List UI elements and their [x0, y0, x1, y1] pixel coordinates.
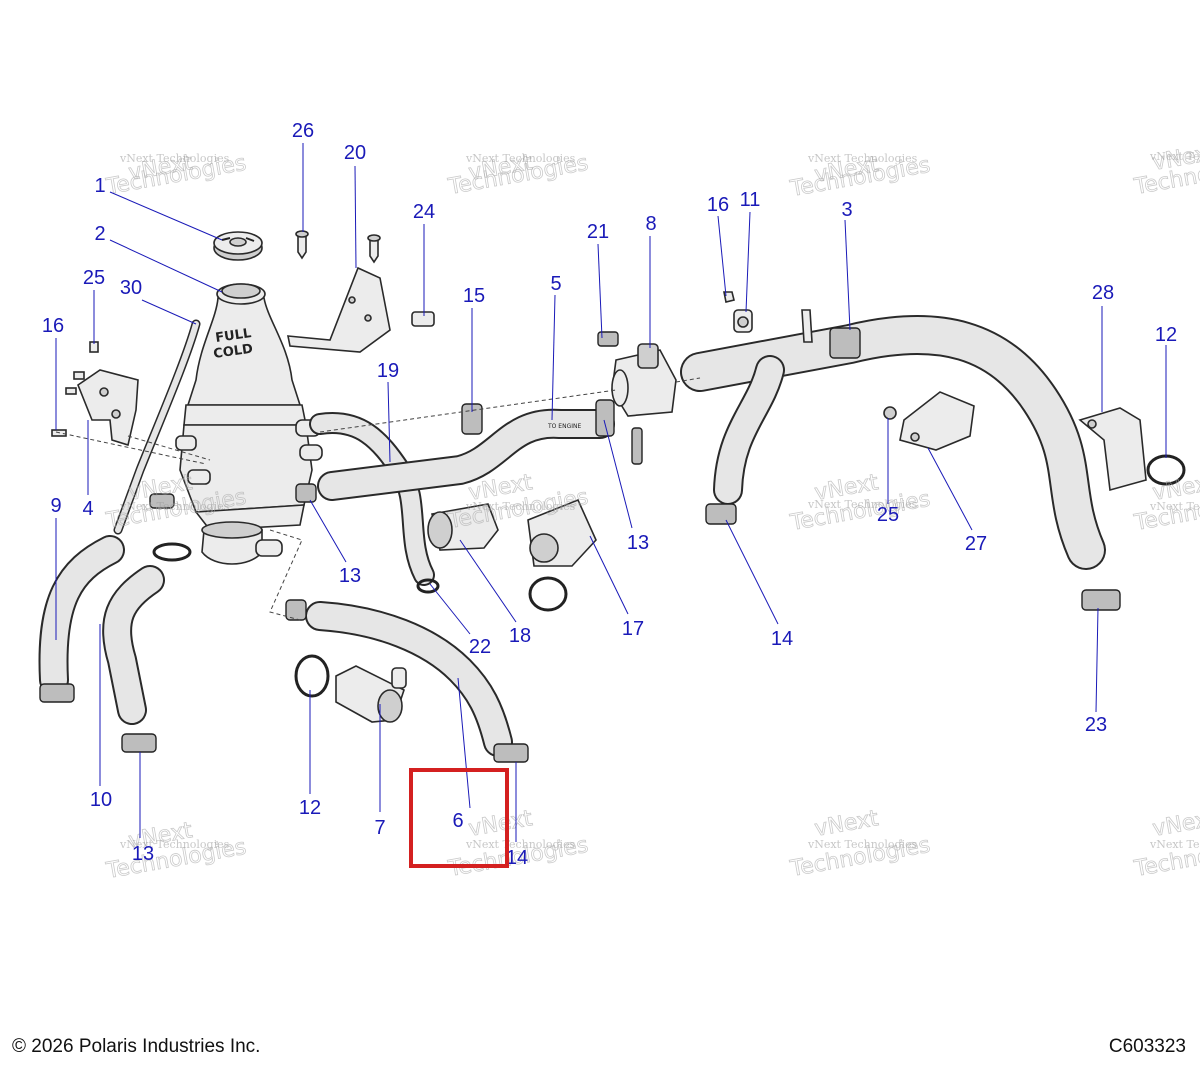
hose-10 — [102, 565, 165, 725]
svg-text:vNext Technologies: vNext Technologies — [1149, 150, 1200, 163]
radiator-cap — [213, 231, 263, 261]
watermark-12: vNext vNext Technologies Technologies — [1131, 806, 1200, 883]
callout-20: 20 — [344, 142, 366, 164]
watermark-11: vNext vNext Technologies Technologies — [787, 806, 932, 883]
highlight-box — [409, 768, 509, 868]
watermark-3: vNext vNext Technologies Technologies — [787, 152, 932, 203]
callout-12-right: 12 — [1155, 324, 1177, 346]
reservoir-bracket — [287, 230, 435, 353]
watermark-9: vNext vNext Technologies Technologies — [103, 818, 248, 885]
callout-22: 22 — [469, 636, 491, 658]
callout-4: 4 — [82, 498, 93, 520]
svg-text:vNext Technologies: vNext Technologies — [807, 498, 918, 511]
callout-17: 17 — [622, 618, 644, 640]
figure-id: C603323 — [1108, 1036, 1186, 1057]
watermark-2: vNext vNext Technologies Technologies — [445, 150, 590, 201]
callout-16-right: 16 — [707, 194, 729, 216]
callout-7: 7 — [374, 817, 385, 839]
svg-text:vNext Technologies: vNext Technologies — [807, 838, 918, 851]
hose-3 — [680, 315, 1106, 570]
callout-8: 8 — [645, 213, 656, 235]
callout-15: 15 — [463, 285, 485, 307]
leader-lines — [55, 143, 1167, 842]
bracket-27 — [883, 391, 975, 451]
callout-13-center: 13 — [339, 565, 361, 587]
svg-text:vNext Technologies: vNext Technologies — [119, 500, 230, 513]
svg-text:vNext Technologies: vNext Technologies — [1149, 500, 1200, 513]
callout-19: 19 — [377, 360, 399, 382]
callout-16-left: 16 — [42, 315, 64, 337]
copyright-notice: © 2026 Polaris Industries Inc. — [12, 1036, 261, 1057]
svg-text:vNext Technologies: vNext Technologies — [119, 838, 230, 851]
callout-12-left: 12 — [299, 797, 321, 819]
svg-text:vNext Technologies: vNext Technologies — [465, 838, 576, 851]
fitting-17 — [527, 498, 597, 612]
bottle-label-full: FULL — [214, 326, 252, 346]
svg-text:vNext: vNext — [813, 806, 881, 842]
callout-6: 6 — [452, 810, 463, 832]
watermark-1: vNext vNext Technologies Technologies — [103, 150, 248, 201]
thermostat-housing — [611, 343, 677, 417]
svg-text:vNext Technologies: vNext Technologies — [465, 500, 576, 513]
watermark-4: vNext vNext Technologies Technologies — [1131, 140, 1200, 201]
callout-23: 23 — [1085, 714, 1107, 736]
hose-9 — [38, 535, 125, 695]
svg-text:vNext: vNext — [1151, 806, 1200, 842]
callout-26: 26 — [292, 120, 314, 142]
elbow-28 — [1078, 407, 1147, 492]
callout-11: 11 — [740, 189, 761, 211]
hose-6 — [305, 601, 513, 757]
fitting-18 — [427, 503, 499, 551]
coolant-reservoir: FULL COLD — [175, 283, 323, 565]
hose-5: TO ENGINE — [317, 408, 615, 501]
callout-10: 10 — [90, 789, 112, 811]
callout-21: 21 — [587, 221, 609, 243]
watermark-10: vNext vNext Technologies Technologies — [445, 806, 590, 883]
svg-text:vNext Technologies: vNext Technologies — [465, 152, 576, 165]
svg-text:vNext: vNext — [467, 806, 535, 842]
callout-labels: 1 2 3 4 5 6 7 8 9 10 11 12 12 13 13 13 1… — [42, 120, 1177, 869]
tee-fitting-7 — [335, 665, 407, 723]
svg-text:vNext Technologies: vNext Technologies — [1149, 838, 1200, 851]
bleed-fitting — [723, 291, 813, 343]
callout-9: 9 — [50, 495, 61, 517]
callout-27: 27 — [965, 533, 987, 555]
callout-13-bottom: 13 — [132, 843, 154, 865]
svg-text:vNext Technologies: vNext Technologies — [119, 152, 230, 165]
callout-18: 18 — [509, 625, 531, 647]
bottle-label-cold: COLD — [212, 342, 254, 362]
callout-14-right: 14 — [771, 628, 793, 650]
svg-text:vNext Technologies: vNext Technologies — [807, 152, 918, 165]
callout-2: 2 — [94, 223, 105, 245]
callout-28: 28 — [1092, 282, 1114, 304]
callout-24: 24 — [413, 201, 435, 223]
callout-5: 5 — [550, 273, 561, 295]
callout-3: 3 — [841, 199, 852, 221]
callout-14-bottom: 14 — [506, 847, 528, 869]
assembly-lines — [55, 377, 701, 621]
overflow-tube — [113, 319, 201, 535]
callout-25-right: 25 — [877, 504, 899, 526]
watermark-7: vNext vNext Technologies Technologies — [787, 470, 932, 537]
callout-30: 30 — [120, 277, 142, 299]
callout-1: 1 — [94, 175, 105, 197]
mounting-bracket — [51, 341, 139, 447]
callout-25-left: 25 — [83, 267, 105, 289]
callout-13-right: 13 — [627, 532, 649, 554]
hose-marking: TO ENGINE — [547, 423, 581, 430]
